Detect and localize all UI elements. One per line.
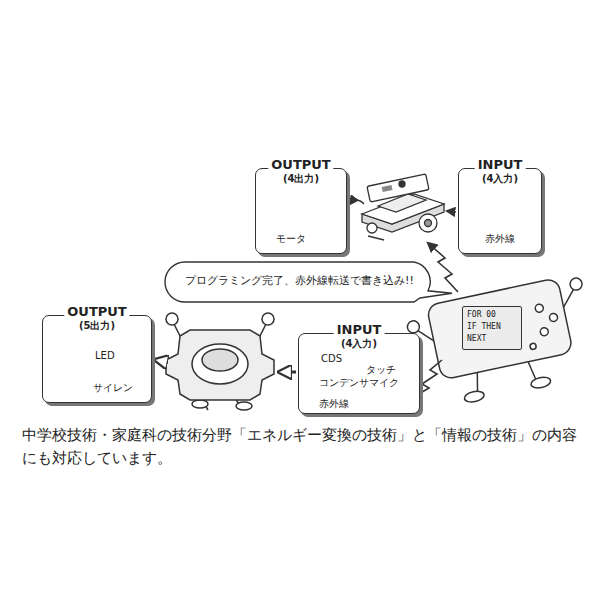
flow-arrow — [280, 371, 296, 374]
robot-car-part — [367, 174, 429, 202]
programmer-character-part — [530, 343, 537, 350]
item-label: タッチ — [366, 364, 396, 376]
device-character — [166, 313, 274, 410]
panel-heading: (4出力) — [280, 173, 322, 185]
panel-heading: INPUT — [475, 157, 526, 173]
flow-arrow — [156, 360, 166, 362]
robot-car-part — [425, 220, 432, 227]
programmer-character-part — [473, 373, 481, 393]
item-label: 赤外線 — [485, 233, 515, 245]
panel-heading: (4入力) — [338, 338, 380, 350]
programmer-character-part — [528, 361, 536, 381]
panel-heading: (5出力) — [76, 320, 118, 332]
flow-arrow — [447, 211, 456, 212]
panel-heading: OUTPUT — [268, 157, 333, 173]
device-character-part — [192, 344, 248, 384]
item-label: CDS — [321, 353, 342, 365]
input-panel: INPUT(4入力)赤外線 — [458, 168, 542, 254]
screen-text: NEXT — [467, 334, 486, 344]
robot-car-part — [382, 185, 393, 192]
programmer-character-part — [569, 277, 583, 291]
flow-arrow — [350, 200, 364, 204]
programmer-character-part — [530, 376, 552, 390]
robot-car-part — [399, 181, 405, 187]
output-panel: OUTPUT(5出力)LEDサイレン — [42, 315, 152, 403]
device-character-part — [166, 330, 274, 400]
panel-heading: プログラミング完了、赤外線転送で書き込み!! — [182, 274, 417, 287]
panel-heading: INPUT — [334, 322, 385, 338]
device-character-part — [192, 400, 208, 408]
item-label: モータ — [276, 233, 306, 245]
robot-car-part — [368, 236, 384, 240]
caption: 中学校技術・家庭科の技術分野「エネルギー変換の技術」と「情報の技術」の内容にも対… — [22, 424, 578, 469]
item-label: 赤外線 — [319, 398, 349, 410]
lcd-screen: FOR 00 IF THEN NEXT — [462, 306, 522, 350]
item-label: LED — [95, 350, 115, 362]
programmer-character-part — [560, 289, 577, 308]
screen-text: IF THEN — [467, 322, 501, 332]
device-character-part — [202, 349, 238, 371]
programmer-character-part — [549, 313, 558, 322]
robot-car-part — [419, 214, 437, 232]
device-character-part — [262, 313, 274, 325]
panel-heading: (4入力) — [479, 173, 521, 185]
programmer-character-part — [540, 327, 549, 336]
item-label: コンデンサマイク — [319, 377, 399, 389]
bubble-outline — [165, 262, 452, 302]
programmer-character-part — [535, 304, 544, 313]
robot-car-part — [367, 223, 377, 233]
input-panel: INPUT(4入力)CDSタッチコンデンサマイク赤外線 — [298, 333, 420, 414]
infrared-signal — [428, 243, 458, 292]
device-character-part — [236, 402, 252, 410]
panel-heading: OUTPUT — [64, 304, 129, 320]
speech-bubble: プログラミング完了、赤外線転送で書き込み!! — [165, 262, 434, 302]
robot-car — [362, 174, 444, 240]
programmer-character-part — [463, 390, 485, 404]
screen-text: FOR 00 — [467, 310, 496, 320]
programmer-character-part — [406, 320, 420, 334]
device-character-part — [260, 324, 266, 336]
device-character-part — [166, 313, 178, 325]
output-panel: OUTPUT(4出力)モータ — [255, 168, 347, 254]
item-label: サイレン — [93, 382, 133, 394]
device-character-part — [174, 324, 180, 336]
